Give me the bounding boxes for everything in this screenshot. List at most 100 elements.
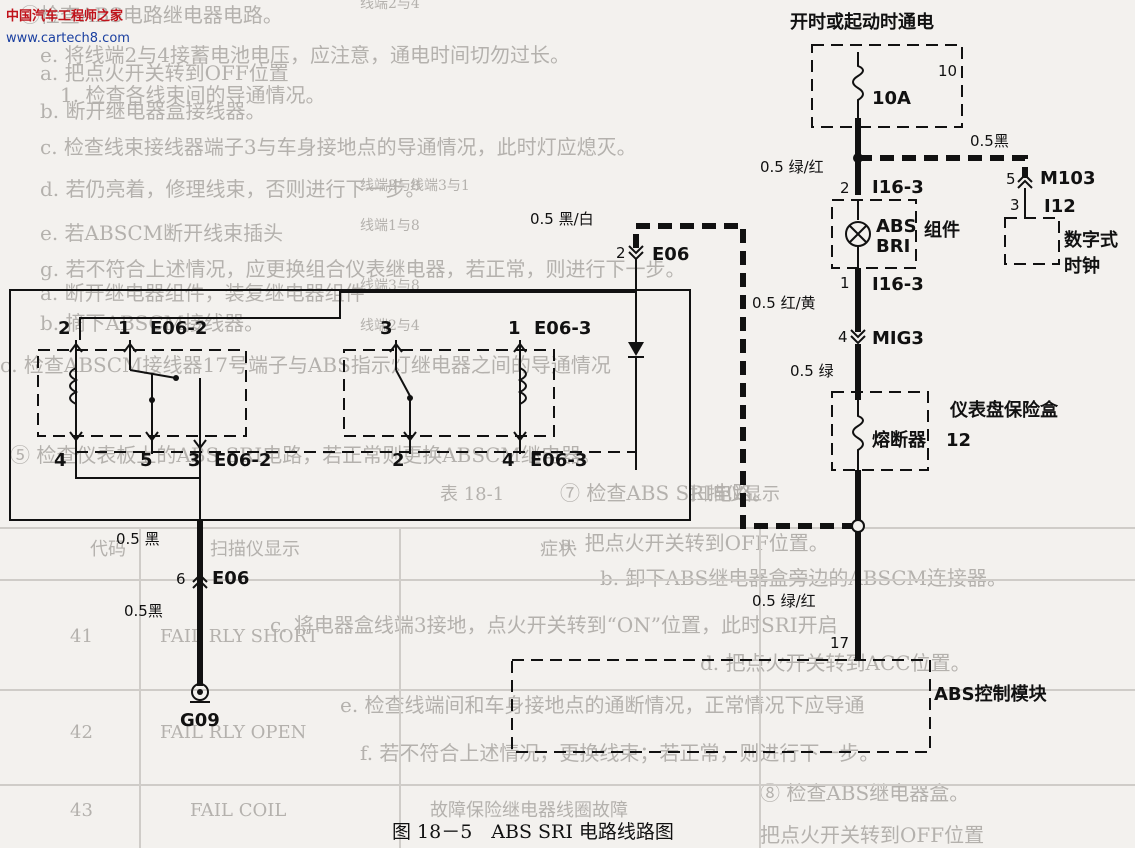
ground-path: 0.5 黑 6 E06 0.5黑 G09 <box>116 520 249 731</box>
lamp-assembly-box <box>831 199 917 269</box>
relay-e06-2-p4: 4 <box>54 450 67 471</box>
connector-m103-label: M103 <box>1040 168 1096 189</box>
bg-text: 线端3与1 <box>410 178 470 194</box>
abs-warning-lamp-icon <box>845 221 871 247</box>
lamp-bri-label: BRI <box>876 236 910 257</box>
bg-text: 1. 检查各线束间的导通情况。 <box>60 83 325 107</box>
connector-m103-symbol <box>1017 173 1033 189</box>
relay-e06-2-p2: 2 <box>58 318 71 339</box>
relay-e06-3-name-top: E06-3 <box>534 318 591 339</box>
bg-text: 症状 <box>540 539 576 560</box>
abs-module-label: ABS控制模块 <box>934 683 1048 705</box>
wire-green-mid-label: 0.5 绿 <box>790 362 834 380</box>
fuse-12-symbol <box>852 400 864 470</box>
relay-e06-3-box <box>343 349 555 437</box>
relay-block: 2 1 E06-2 4 5 3 E06-2 3 1 E06-3 2 <box>9 258 691 521</box>
abs-module-section: 0.5 绿/红 17 ABS控制模块 <box>511 532 1048 753</box>
watermark-url: www.cartech8.com <box>6 31 130 46</box>
bg-text: 故障保险继电器线圈故障 <box>430 800 628 821</box>
connector-mig3-symbol <box>850 329 866 345</box>
bg-text: e. 检查线端间和车身接地点的通断情况，正常情况下应导通 <box>340 693 865 717</box>
bg-text: c. 检查ABSCM接线器17号端子与ABS指示灯继电器之间的导通情况 <box>0 353 611 377</box>
watermark-title: 中国汽车工程师之家 <box>6 8 124 24</box>
assembly-label: 组件 <box>924 219 960 241</box>
fuse-10a-symbol <box>852 52 864 120</box>
bg-text: FAIL COIL <box>190 800 286 821</box>
wire-green-red-top-label: 0.5 绿/红 <box>760 158 824 176</box>
wire-black-top-label: 0.5黑 <box>970 132 1009 150</box>
digital-clock-label-1: 数字式 <box>1064 229 1118 251</box>
bg-text: a. 断开继电器组件，装复继电器组件 <box>40 281 365 305</box>
bg-text: ⑤ 检查仪表板上的ABS SRI电路，若正常则更换ABSCM继电器。 <box>10 443 601 467</box>
bg-text: 线端1与8 <box>360 218 420 234</box>
fuse-box-label: 仪表盘保险盒 <box>949 399 1059 421</box>
digital-clock-branch: 5 M103 3 I12 数字式 时钟 <box>1004 168 1118 277</box>
relay-e06-3-p2: 2 <box>392 450 405 471</box>
relay-top-bus <box>79 258 637 340</box>
junction-abs <box>851 519 865 533</box>
relay-e06-2-p1: 1 <box>118 318 131 339</box>
wire-red-yellow-label: 0.5 红/黄 <box>752 294 816 312</box>
fuse-12-label: 12 <box>946 430 971 451</box>
relay-e06-2-coil <box>69 367 79 405</box>
fuse-name-label: 熔断器 <box>872 429 927 451</box>
relay-e06-2-name-bottom: E06-2 <box>214 450 271 471</box>
bg-text: FAIL RLY SHORT <box>160 626 319 647</box>
abs-bri-lamp-assembly: 2 I16-3 ABS BRI 组件 1 I16-3 0.5 红/黄 4 MIG… <box>752 177 960 400</box>
connector-i16-top-label: I16-3 <box>872 177 924 198</box>
fuse-10a-rating: 10A <box>872 88 911 109</box>
bg-text: ①检查ABS电路继电器电路。 <box>20 3 283 27</box>
bg-text: 线端2与4 <box>360 0 420 12</box>
bg-text: FAIL RLY OPEN <box>160 722 306 743</box>
bg-text: b. 卸下ABS继电器盒旁边的ABSCM连接器。 <box>600 566 1007 590</box>
wire-black-to-clock <box>858 155 1028 178</box>
main-wiring: 0.5黑 0.5 绿/红 <box>760 118 1028 195</box>
fuse-10-number: 10 <box>938 62 957 80</box>
bg-text: c. 检查线束接线器端子3与车身接地点的导通情况，此时灯应熄灭。 <box>40 135 637 159</box>
bg-text: 线端2与4 <box>360 318 420 334</box>
pin2-i16: 2 <box>840 179 850 197</box>
bg-text: e. 若ABSCM断开线束插头 <box>40 221 283 245</box>
bg-text: ⑦ 检查ABS SRI电路。 <box>560 481 772 505</box>
power-source-section: 开时或起动时通电 10 10A <box>790 11 963 128</box>
pin1-i16: 1 <box>840 274 850 292</box>
wire-black-upper-label: 0.5 黑 <box>116 530 160 548</box>
abs-module-box <box>511 659 931 753</box>
relay-e06-3-p3: 3 <box>380 318 393 339</box>
bg-text: 表 18-1 <box>440 484 504 505</box>
bg-text: a. 把点火开关转到OFF位置 <box>40 61 289 85</box>
fuse-box-outline <box>831 391 929 471</box>
relay-e06-2-box <box>37 349 247 437</box>
bg-text: e. 将线端2与4接蓄电池电压，应注意，通电时间切勿过长。 <box>40 43 570 67</box>
wire-black-white-label: 0.5 黑/白 <box>530 210 594 228</box>
connector-i12-label: I12 <box>1044 196 1076 217</box>
bg-text: a. 把点火开关转到OFF位置。 <box>560 531 829 555</box>
bg-text: c. 将电器盒线端3接地，点火开关转到“ON”位置，此时SRI开启 <box>270 613 838 637</box>
digital-clock-box <box>1004 217 1060 265</box>
bg-text: 43 <box>70 800 93 821</box>
pin6-e06: 6 <box>176 570 186 588</box>
pin2-e06: 2 <box>616 244 626 262</box>
bg-text: g. 若不符合上述情况，应更换组合仪表继电器，若正常，则进行下一步。 <box>40 257 686 281</box>
watermark: 中国汽车工程师之家 www.cartech8.com <box>6 8 130 46</box>
pin4-mig3: 4 <box>838 328 848 346</box>
wire-black-lower-label: 0.5黑 <box>124 602 163 620</box>
bg-text: b. 断开继电器盒接线器。 <box>40 99 266 123</box>
pin17-label: 17 <box>830 634 849 652</box>
connector-e06-bottom-label: E06 <box>212 568 249 589</box>
diode-icon <box>628 292 644 470</box>
connector-e06-top-label: E06 <box>652 244 689 265</box>
connector-e06-bottom-symbol <box>192 573 208 589</box>
bg-text: 42 <box>70 722 93 743</box>
bg-text: b. 摘下ABSCM接线器。 <box>40 311 264 335</box>
relay-e06-3-coil <box>517 367 527 405</box>
bg-text: d. 把点火开关转到ACC位置。 <box>700 651 971 675</box>
wire-green-red-bottom-label: 0.5 绿/红 <box>752 592 816 610</box>
relay-e06-3-p1: 1 <box>508 318 521 339</box>
relay-e06-2-p3: 3 <box>188 450 201 471</box>
bg-text: d. 若仍亮着，修理线束，否则进行下一步。 <box>40 177 426 201</box>
relay-e06-2-p5: 5 <box>140 450 153 471</box>
bg-text: 代码 <box>90 539 126 560</box>
bg-text: 线端3与8 <box>360 178 420 194</box>
bg-text: 扫描仪显示 <box>690 484 780 505</box>
